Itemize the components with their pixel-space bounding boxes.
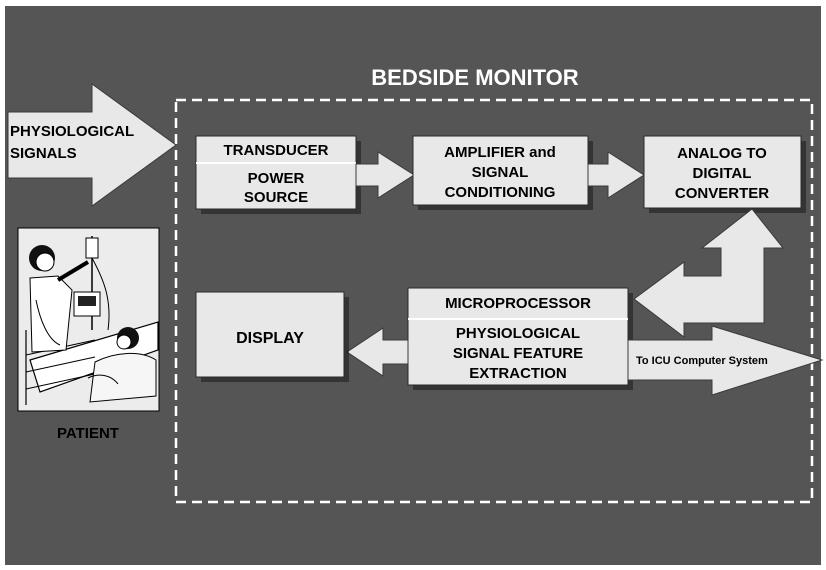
transducer-block: TRANSDUCER POWER SOURCE: [195, 135, 361, 214]
adc-label-line-2: DIGITAL: [693, 165, 752, 182]
bedside-monitor-boundary: [174, 98, 814, 504]
arrow-microprocessor-to-display: [346, 327, 409, 377]
feature-extraction-label-line-1: PHYSIOLOGICAL: [456, 325, 580, 342]
display-label: DISPLAY: [236, 330, 304, 347]
amplifier-label-line-3: CONDITIONING: [445, 184, 556, 201]
amplifier-label-line-1: AMPLIFIER and: [444, 144, 556, 161]
patient-label: PATIENT: [57, 425, 119, 442]
arrow-adc-to-microprocessor: [633, 208, 785, 339]
amplifier-label-line-2: SIGNAL: [472, 164, 529, 181]
adc-label-line-3: CONVERTER: [675, 185, 769, 202]
amplifier-block: AMPLIFIER and SIGNAL CONDITIONING: [412, 135, 593, 210]
physiological-signals-label-line-1: PHYSIOLOGICAL: [10, 123, 134, 140]
adc-block: ANALOG TO DIGITAL CONVERTER: [643, 135, 806, 213]
feature-extraction-label-line-2: SIGNAL FEATURE: [453, 345, 583, 362]
icu-output-label: To ICU Computer System: [636, 355, 768, 367]
diagram-title: BEDSIDE MONITOR: [371, 65, 579, 90]
power-source-label-line-2: SOURCE: [244, 189, 308, 206]
arrow-transducer-to-amplifier: [355, 151, 415, 199]
transducer-label: TRANSDUCER: [224, 142, 329, 159]
adc-label-line-1: ANALOG TO: [677, 145, 767, 162]
microprocessor-block: MICROPROCESSOR PHYSIOLOGICAL SIGNAL FEAT…: [407, 287, 633, 390]
arrow-amplifier-to-adc: [587, 151, 645, 199]
microprocessor-label: MICROPROCESSOR: [445, 295, 591, 312]
physiological-signals-label-line-2: SIGNALS: [10, 145, 77, 162]
feature-extraction-label-line-3: EXTRACTION: [469, 365, 567, 382]
physiological-signals-arrow: PHYSIOLOGICAL SIGNALS: [7, 83, 177, 207]
display-block: DISPLAY: [195, 291, 349, 382]
power-source-label-line-1: POWER: [248, 170, 305, 187]
patient-illustration: [17, 227, 160, 412]
icu-output-arrow: To ICU Computer System: [627, 325, 824, 396]
